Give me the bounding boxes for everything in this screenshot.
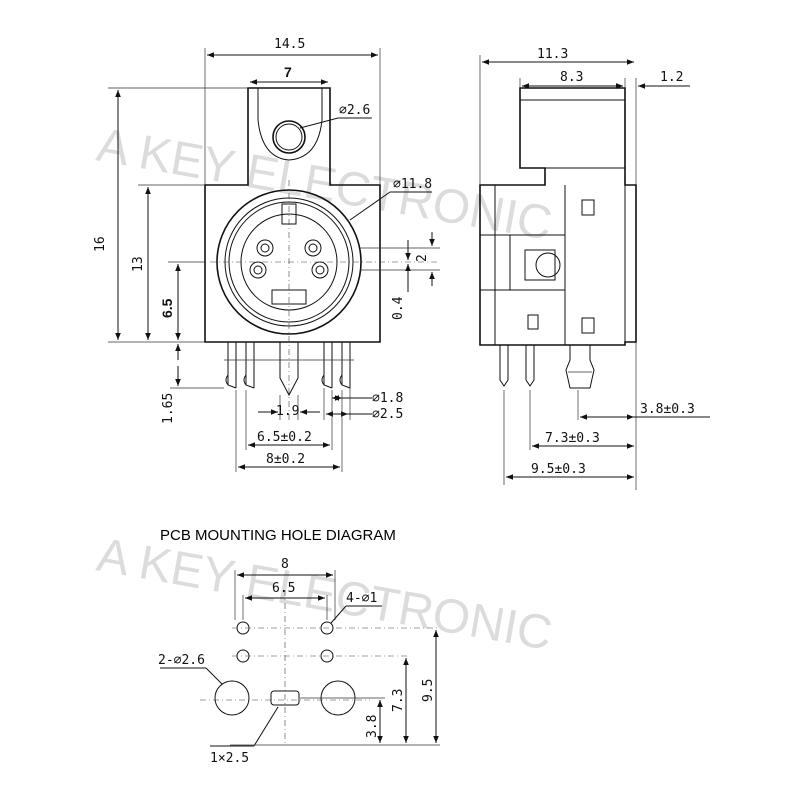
- dim-pin-pitch: 1.9: [276, 404, 299, 419]
- dim-span-8: 8±0.2: [266, 452, 305, 467]
- pcb-dim-95: 9.5: [421, 679, 436, 702]
- side-window-top: [581, 199, 595, 216]
- pcb-title: PCB MOUNTING HOLE DIAGRAM: [160, 527, 396, 544]
- dim-pin-len: 1.65: [161, 393, 176, 424]
- side-dim-95: 9.5±0.3: [531, 462, 586, 477]
- dim-height-total: 16: [93, 236, 108, 252]
- dim-width-total: 14.5: [274, 37, 305, 52]
- front-body-outline: [204, 87, 381, 343]
- dim-body-dia: ⌀11.8: [393, 177, 432, 192]
- side-dim-width-total: 11.3: [537, 47, 568, 62]
- pcb-small-holes: [232, 621, 440, 663]
- pcb-dim-65: 6.5: [272, 581, 295, 596]
- side-view: 11.3 8.3 1.2 3.8±0.3 7.3±0.3 9.5±0.3: [479, 47, 710, 490]
- dim-dia-18: ⌀1.8: [372, 391, 403, 406]
- dim-2: 2: [415, 254, 430, 262]
- pcb-dim-38: 3.8: [365, 715, 380, 738]
- pcb-small-holes-label: 4-⌀1: [346, 591, 377, 606]
- mount-hole: [272, 120, 306, 154]
- front-legs: [224, 342, 354, 397]
- side-window-bottom: [581, 317, 595, 334]
- dim-height-13: 13: [131, 256, 146, 272]
- dim-span-65: 6.5±0.2: [257, 430, 312, 445]
- dim-width-top: 7: [284, 64, 292, 80]
- side-dim-12: 1.2: [660, 70, 683, 85]
- side-dim-83: 8.3: [560, 70, 583, 85]
- front-view: 14.5 7 ⌀2.6 ⌀11.8 16 13 6.5 1.65: [93, 37, 440, 472]
- pcb-slot-label: 1×2.5: [210, 751, 249, 766]
- dim-hole-dia: ⌀2.6: [339, 103, 370, 118]
- side-dim-38: 3.8±0.3: [640, 402, 695, 417]
- dim-height-65: 6.5: [159, 298, 175, 318]
- pcb-big-hole-left: [214, 680, 250, 716]
- watermark-bottom: A KEY ELECTRONIC: [93, 529, 556, 661]
- dim-dia-25: ⌀2.5: [372, 407, 403, 422]
- pcb-diagram: PCB MOUNTING HOLE DIAGRAM 8 6.5 4: [158, 527, 440, 766]
- pcb-dim-73: 7.3: [391, 689, 406, 712]
- pcb-big-holes-label: 2-⌀2.6: [158, 653, 205, 668]
- pcb-dim-8: 8: [281, 557, 289, 572]
- socket-pins: [249, 239, 329, 279]
- side-dim-73: 7.3±0.3: [545, 431, 600, 446]
- pcb-slot: [270, 690, 300, 706]
- dim-04: 0.4: [391, 296, 406, 320]
